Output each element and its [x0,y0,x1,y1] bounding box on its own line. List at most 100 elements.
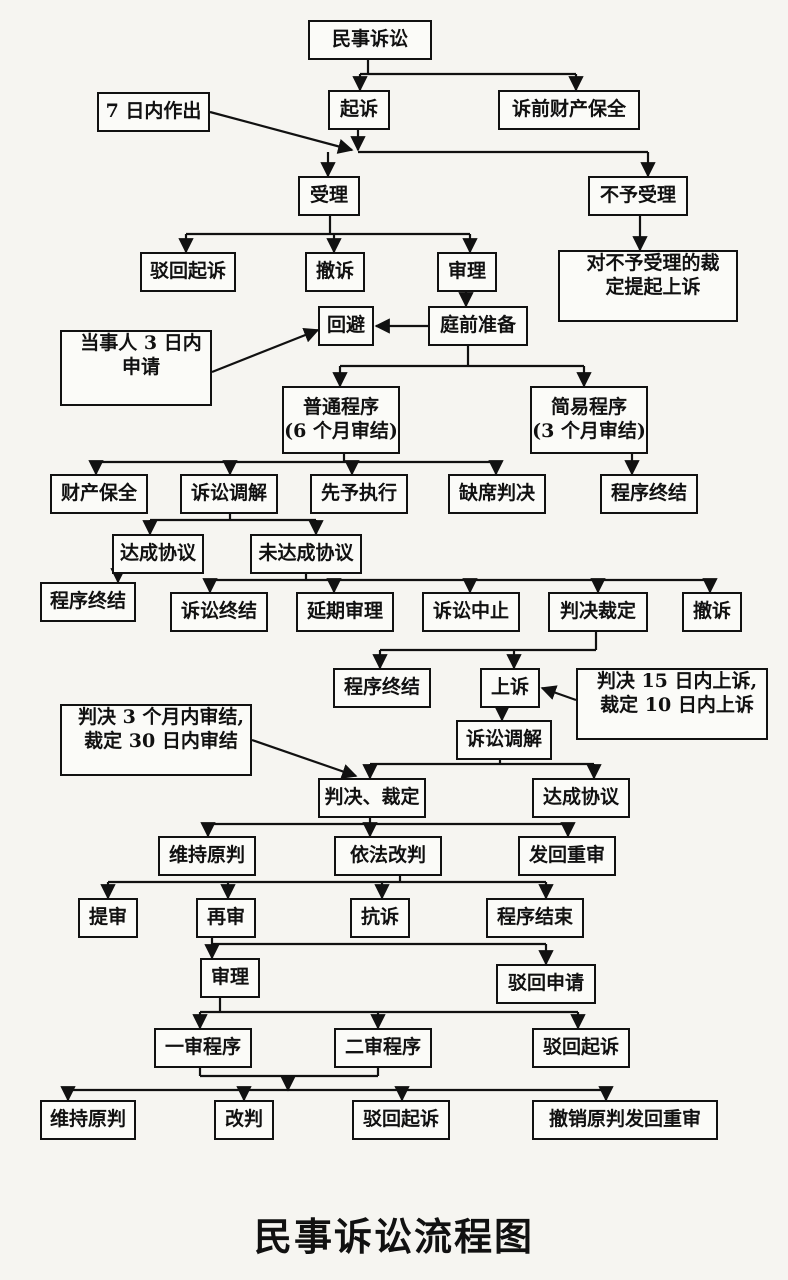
node-label: 定提起上诉 [605,275,701,298]
node-remand-retrial: 发回重审 [518,836,616,876]
node-label: 不予受理 [599,184,676,207]
node-appeal-non-acceptance: 对不予受理的裁定提起上诉 [558,250,738,322]
node-label: (6 个月审结) [284,420,398,442]
node-label: 达成协议 [119,542,196,565]
connector-arrow [211,327,320,374]
node-label: 回避 [326,314,365,337]
node-label: 7 日内作出 [105,100,202,123]
node-uphold-original: 维持原判 [158,836,256,876]
node-property-preservation: 财产保全 [50,474,148,514]
node-label: 诉讼调解 [190,482,267,505]
node-label: 撤诉 [315,260,354,283]
node-reject-suit-3: 驳回起诉 [352,1100,450,1140]
node-label: 裁定 30 日内审结 [84,729,238,752]
connector-arrow [540,685,577,702]
node-protest: 抗诉 [350,898,410,938]
node-label: 再审 [206,906,245,929]
node-label: 诉讼中止 [432,600,509,623]
node-label: 对不予受理的裁 [586,252,720,274]
node-label: 驳回起诉 [362,1108,439,1131]
node-withdraw: 撤诉 [305,252,365,292]
node-label: 驳回起诉 [542,1036,619,1059]
node-label: 改判 [224,1108,263,1131]
node-procedure-end-3: 程序终结 [333,668,431,708]
node-label: 判决 15 日内上诉, [596,670,758,692]
node-advance-execution: 先予执行 [310,474,408,514]
node-reject-application: 驳回申请 [496,964,596,1004]
node-label: 发回重审 [528,844,605,867]
node-postponed-trial: 延期审理 [296,592,394,632]
node-retrial: 再审 [196,898,256,938]
node-presuit-preservation: 诉前财产保全 [498,90,640,130]
node-bring-up: 提审 [78,898,138,938]
node-recusal: 回避 [318,306,374,346]
node-label: 申请 [121,355,160,378]
node-procedure-end: 程序终结 [600,474,698,514]
node-reject-suit-2: 驳回起诉 [532,1028,630,1068]
node-no-agreement: 未达成协议 [250,534,362,574]
node-procedure-end-2: 程序终结 [40,582,136,622]
node-mediation: 诉讼调解 [180,474,278,514]
node-label: 普通程序 [302,396,379,419]
node-appeal: 上诉 [480,668,540,708]
note-within-7-days: 7 日内作出 [97,92,210,132]
node-label: 先予执行 [320,482,397,505]
node-withdraw-2: 撤诉 [682,592,742,632]
node-label: 抗诉 [360,906,399,929]
node-label: 提审 [88,906,127,929]
node-second-instance: 二审程序 [334,1028,432,1068]
node-label: (3 个月审结) [532,420,646,442]
node-label: 判决 3 个月内审结, [77,706,245,728]
connector-arrow [251,738,358,779]
node-label: 撤销原判发回重审 [548,1108,701,1131]
node-label: 诉讼调解 [465,728,542,751]
node-label: 简易程序 [550,396,627,419]
node-litigation-suspension: 诉讼中止 [422,592,520,632]
note-party-3-days: 当事人 3 日内申请 [60,330,212,406]
node-label: 当事人 3 日内 [80,332,202,354]
node-label: 起诉 [339,98,378,121]
node-pretrial-prep: 庭前准备 [428,306,528,346]
node-label: 程序终结 [49,590,126,613]
node-reject-suit: 驳回起诉 [140,252,236,292]
node-litigation-termination: 诉讼终结 [170,592,268,632]
node-label: 判决、裁定 [324,786,420,809]
note-second-instance-deadline: 判决 3 个月内审结,裁定 30 日内审结 [60,704,252,776]
node-label: 裁定 10 日内上诉 [600,693,754,716]
node-label: 财产保全 [60,482,137,505]
node-label: 二审程序 [344,1036,421,1059]
node-label: 审理 [447,260,486,283]
node-label: 达成协议 [542,786,619,809]
node-trial: 审理 [437,252,497,292]
node-amend: 改判 [214,1100,274,1140]
node-civil-litigation: 民事诉讼 [308,20,432,60]
node-simple-procedure: 简易程序(3 个月审结) [530,386,648,454]
node-label: 审理 [210,966,249,989]
node-label: 驳回申请 [507,972,584,995]
node-label: 缺席判决 [458,482,535,505]
node-label: 判决裁定 [559,600,636,623]
node-label: 依法改判 [349,844,426,867]
node-sue: 起诉 [328,90,390,130]
node-label: 程序结束 [496,906,573,929]
node-default-judgment: 缺席判决 [448,474,546,514]
node-revoke-and-remand: 撤销原判发回重审 [532,1100,718,1140]
node-judgment-ruling-2: 判决、裁定 [318,778,426,818]
node-label: 程序终结 [610,482,687,505]
node-ordinary-procedure: 普通程序(6 个月审结) [282,386,400,454]
node-not-accept: 不予受理 [588,176,688,216]
node-label: 诉讼终结 [180,600,257,623]
node-label: 驳回起诉 [149,260,226,283]
node-procedure-finish: 程序结束 [486,898,584,938]
node-label: 庭前准备 [439,314,516,337]
node-mediation-2: 诉讼调解 [456,720,552,760]
node-label: 撤诉 [692,600,731,623]
node-accept: 受理 [298,176,360,216]
node-label: 上诉 [490,676,529,699]
node-label: 程序终结 [343,676,420,699]
note-appeal-deadline: 判决 15 日内上诉,裁定 10 日内上诉 [576,668,768,740]
node-label: 维持原判 [168,844,245,867]
node-label: 民事诉讼 [331,28,408,51]
